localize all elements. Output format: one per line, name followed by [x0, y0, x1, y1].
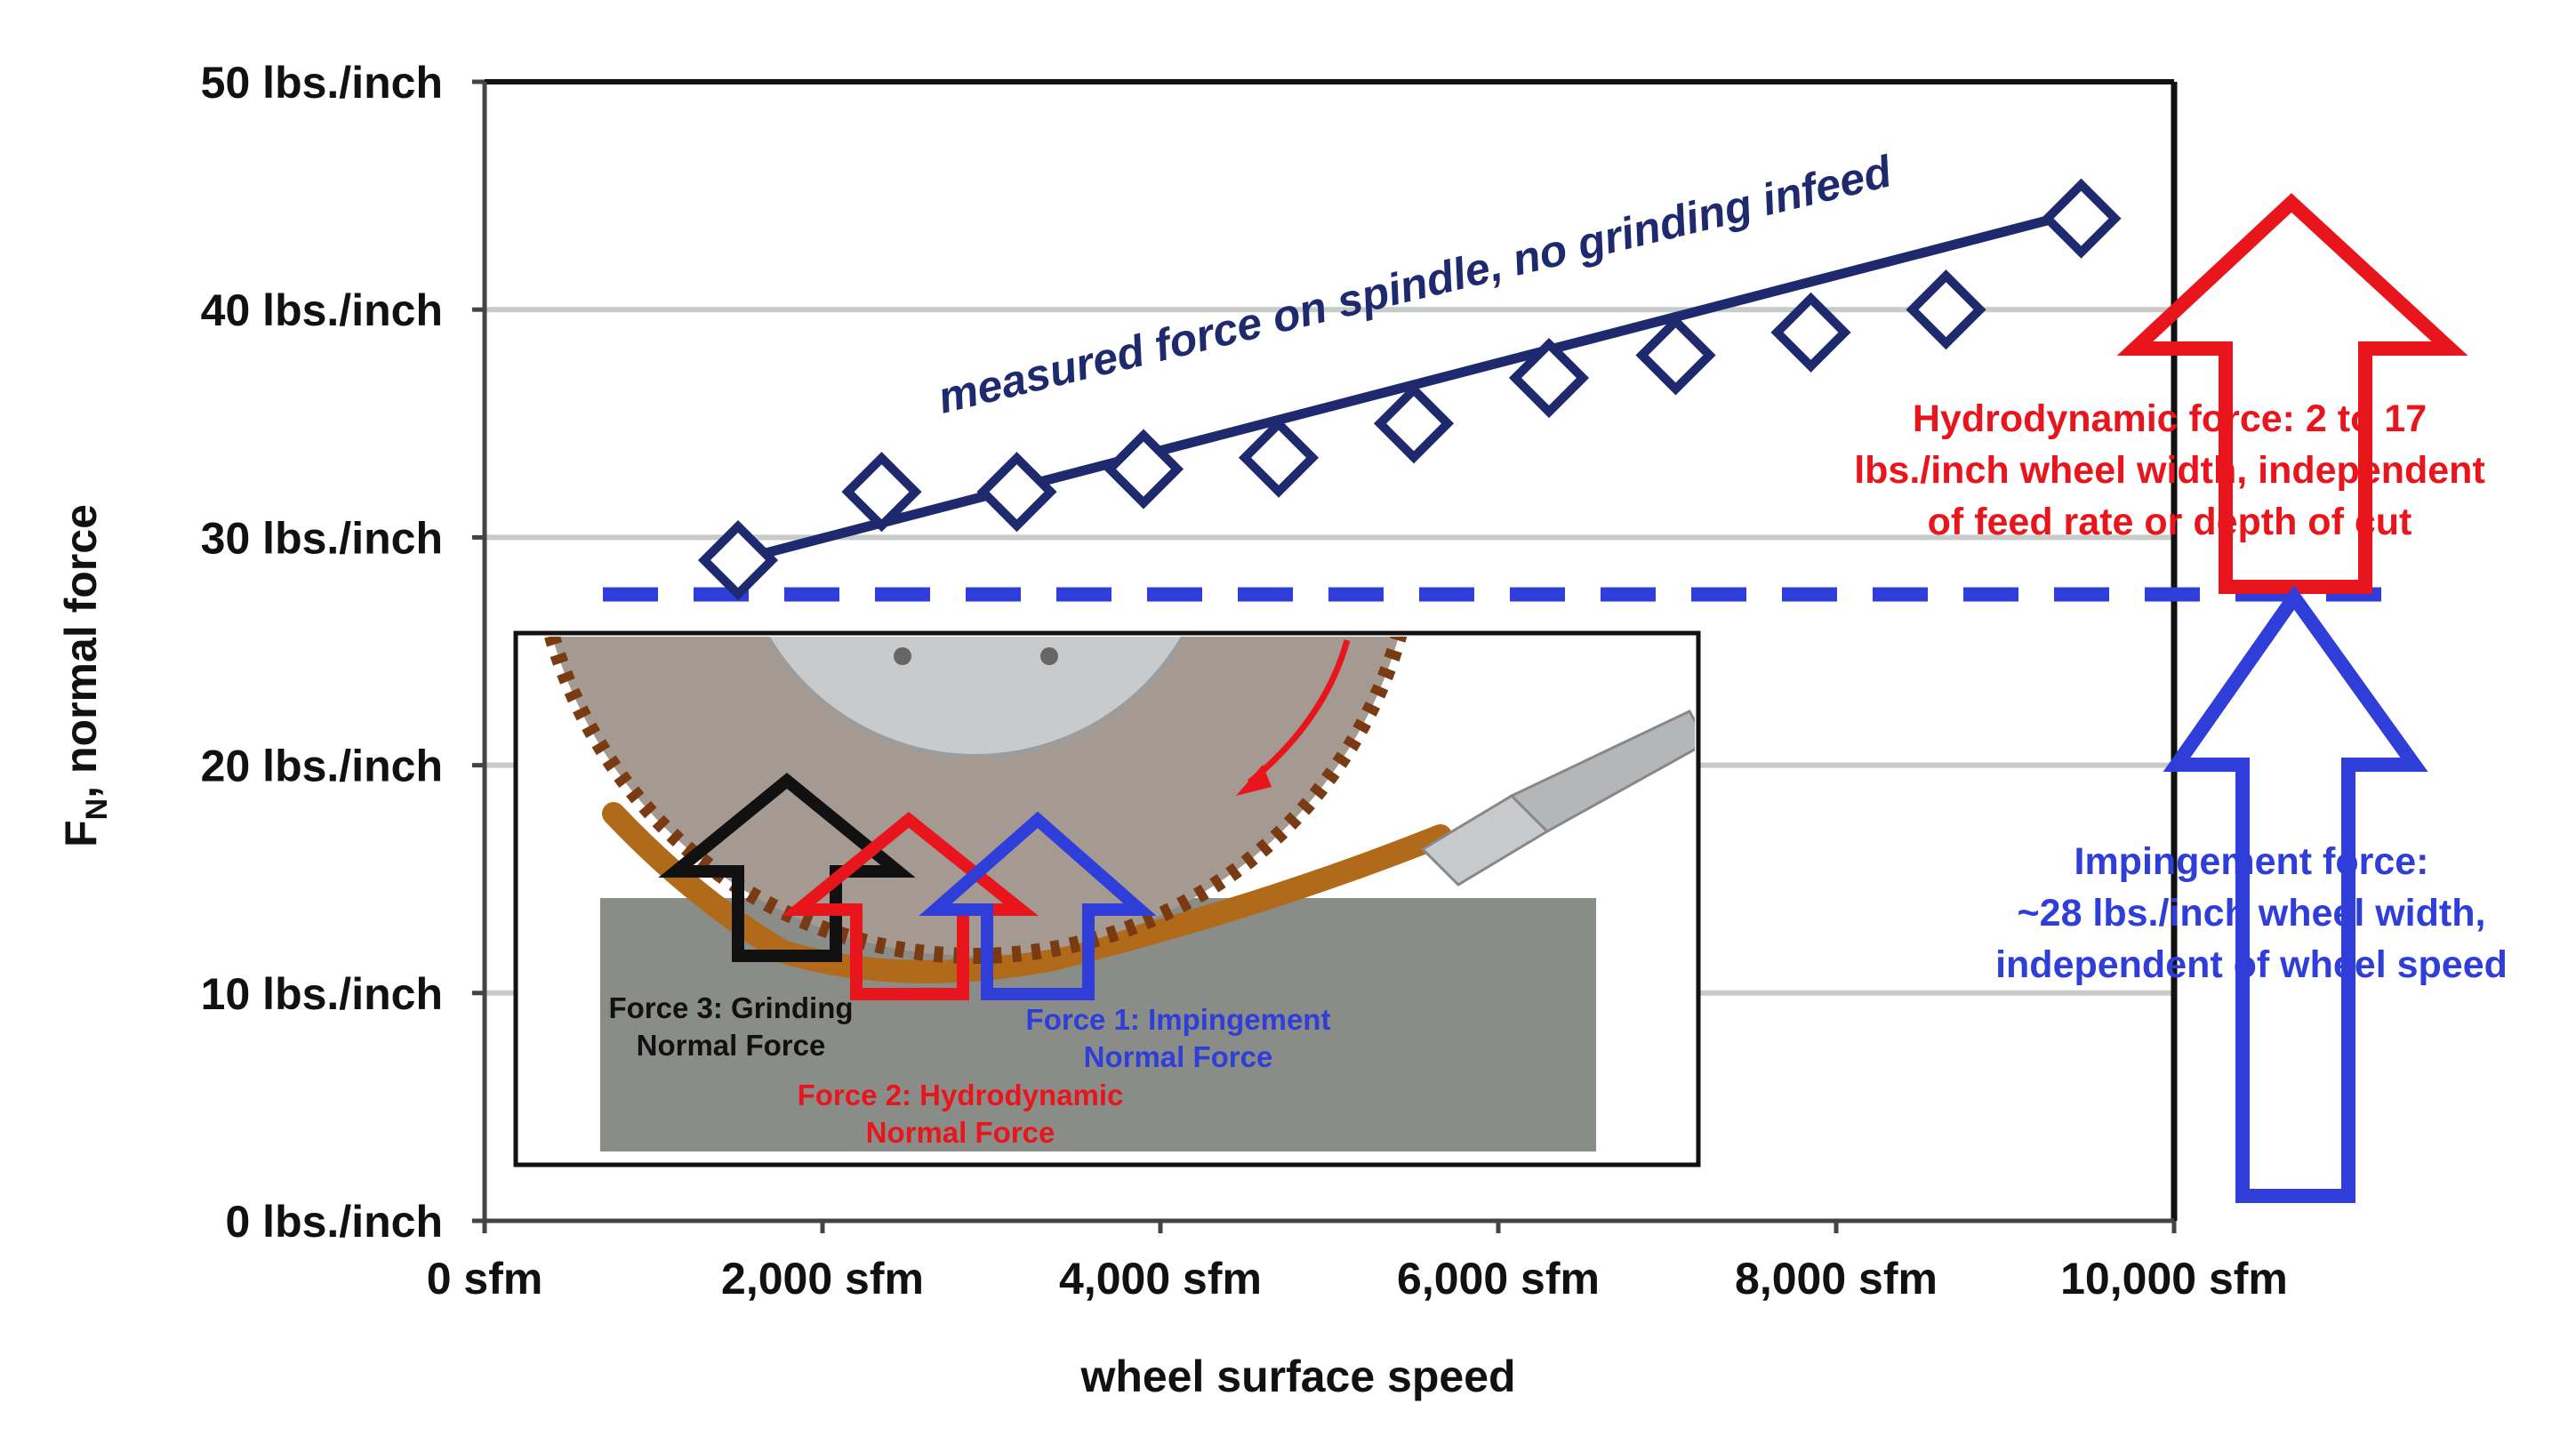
data-point-diamond: [697, 519, 779, 601]
y-tick-label-40: 40 lbs./inch: [201, 285, 443, 335]
hub-bolt-left: [894, 647, 911, 665]
inset-force2-line2: Normal Force: [866, 1116, 1055, 1149]
x-tick-label-2000: 2,000 sfm: [721, 1254, 924, 1304]
data-point-diamond: [841, 452, 922, 533]
y-tick-label-30: 30 lbs./inch: [201, 513, 443, 563]
y-axis-title-main: F: [56, 820, 106, 847]
force1-arrow: [919, 811, 1157, 1000]
inset-force1-line1: Force 1: Impingement: [1026, 1003, 1331, 1036]
wheel-hub: [766, 637, 1185, 758]
impingement-label-line2: ~28 lbs./inch wheel width,: [2018, 892, 2486, 935]
impingement-label-line3: independent of wheel speed: [1995, 943, 2508, 986]
x-tick-label-4000: 4,000 sfm: [1059, 1254, 1262, 1304]
inset-force3-line1: Force 3: Grinding: [608, 991, 853, 1024]
x-tick-label-8000: 8,000 sfm: [1735, 1254, 1938, 1304]
impingement-force-arrow: [2163, 585, 2428, 1203]
data-point-diamond: [1770, 292, 1851, 373]
data-point-diamond: [1103, 429, 1184, 509]
data-point-diamond: [1635, 315, 1716, 396]
data-point-diamond: [2041, 178, 2122, 259]
x-tick-label-0: 0 sfm: [427, 1254, 543, 1304]
grinding-wheel: [543, 637, 1408, 964]
rotation-arrow-head: [1236, 765, 1272, 796]
coolant-nozzle: [1420, 710, 1695, 886]
inset-force1-line2: Normal Force: [1084, 1040, 1273, 1073]
x-tick-label-6000: 6,000 sfm: [1397, 1254, 1600, 1304]
y-tick-label-20: 20 lbs./inch: [201, 742, 443, 791]
trend-line: [736, 206, 2082, 566]
hydro-label-line2: lbs./inch wheel width, independent: [1854, 449, 2485, 492]
data-point-diamond: [1906, 269, 1986, 350]
rotation-arrow: [1247, 639, 1351, 785]
y-tick-label-0: 0 lbs./inch: [225, 1197, 443, 1247]
axes: 0 lbs./inch 10 lbs./inch 20 lbs./inch 30 lb…: [201, 58, 2288, 1304]
y-axis-title-rest: , normal force: [56, 504, 106, 798]
series-layer: [697, 178, 2122, 601]
inset-force3-line2: Normal Force: [637, 1029, 826, 1062]
coolant-stream: [602, 802, 1452, 983]
y-axis-title: FN, normal force: [56, 504, 114, 847]
x-axis-title: wheel surface speed: [1079, 1352, 1515, 1401]
y-axis-title-sub: N: [80, 798, 114, 821]
data-point-diamond: [976, 452, 1057, 533]
data-point-diamond: [1238, 417, 1320, 498]
hydro-label-line3: of feed rate or depth of cut: [1928, 501, 2412, 543]
force3-arrow: [658, 772, 916, 962]
hydro-label-line1: Hydrodynamic force: 2 to 17: [1913, 397, 2427, 440]
data-point-diamond: [1508, 337, 1590, 419]
hydrodynamic-force-arrow: [2116, 193, 2468, 594]
y-tick-label-50: 50 lbs./inch: [201, 58, 443, 108]
data-point-diamond: [1373, 383, 1455, 464]
x-tick-label-10000: 10,000 sfm: [2060, 1254, 2288, 1304]
hub-bolt-right: [1040, 647, 1058, 665]
impingement-label-line1: Impingement force:: [2074, 840, 2429, 883]
inset-force2-line1: Force 2: Hydrodynamic: [798, 1079, 1124, 1111]
inset-illustration: Force 3: Grinding Normal Force Force 1: …: [513, 630, 1701, 1167]
force2-arrow: [781, 812, 1039, 1000]
y-tick-label-10: 10 lbs./inch: [201, 969, 443, 1019]
